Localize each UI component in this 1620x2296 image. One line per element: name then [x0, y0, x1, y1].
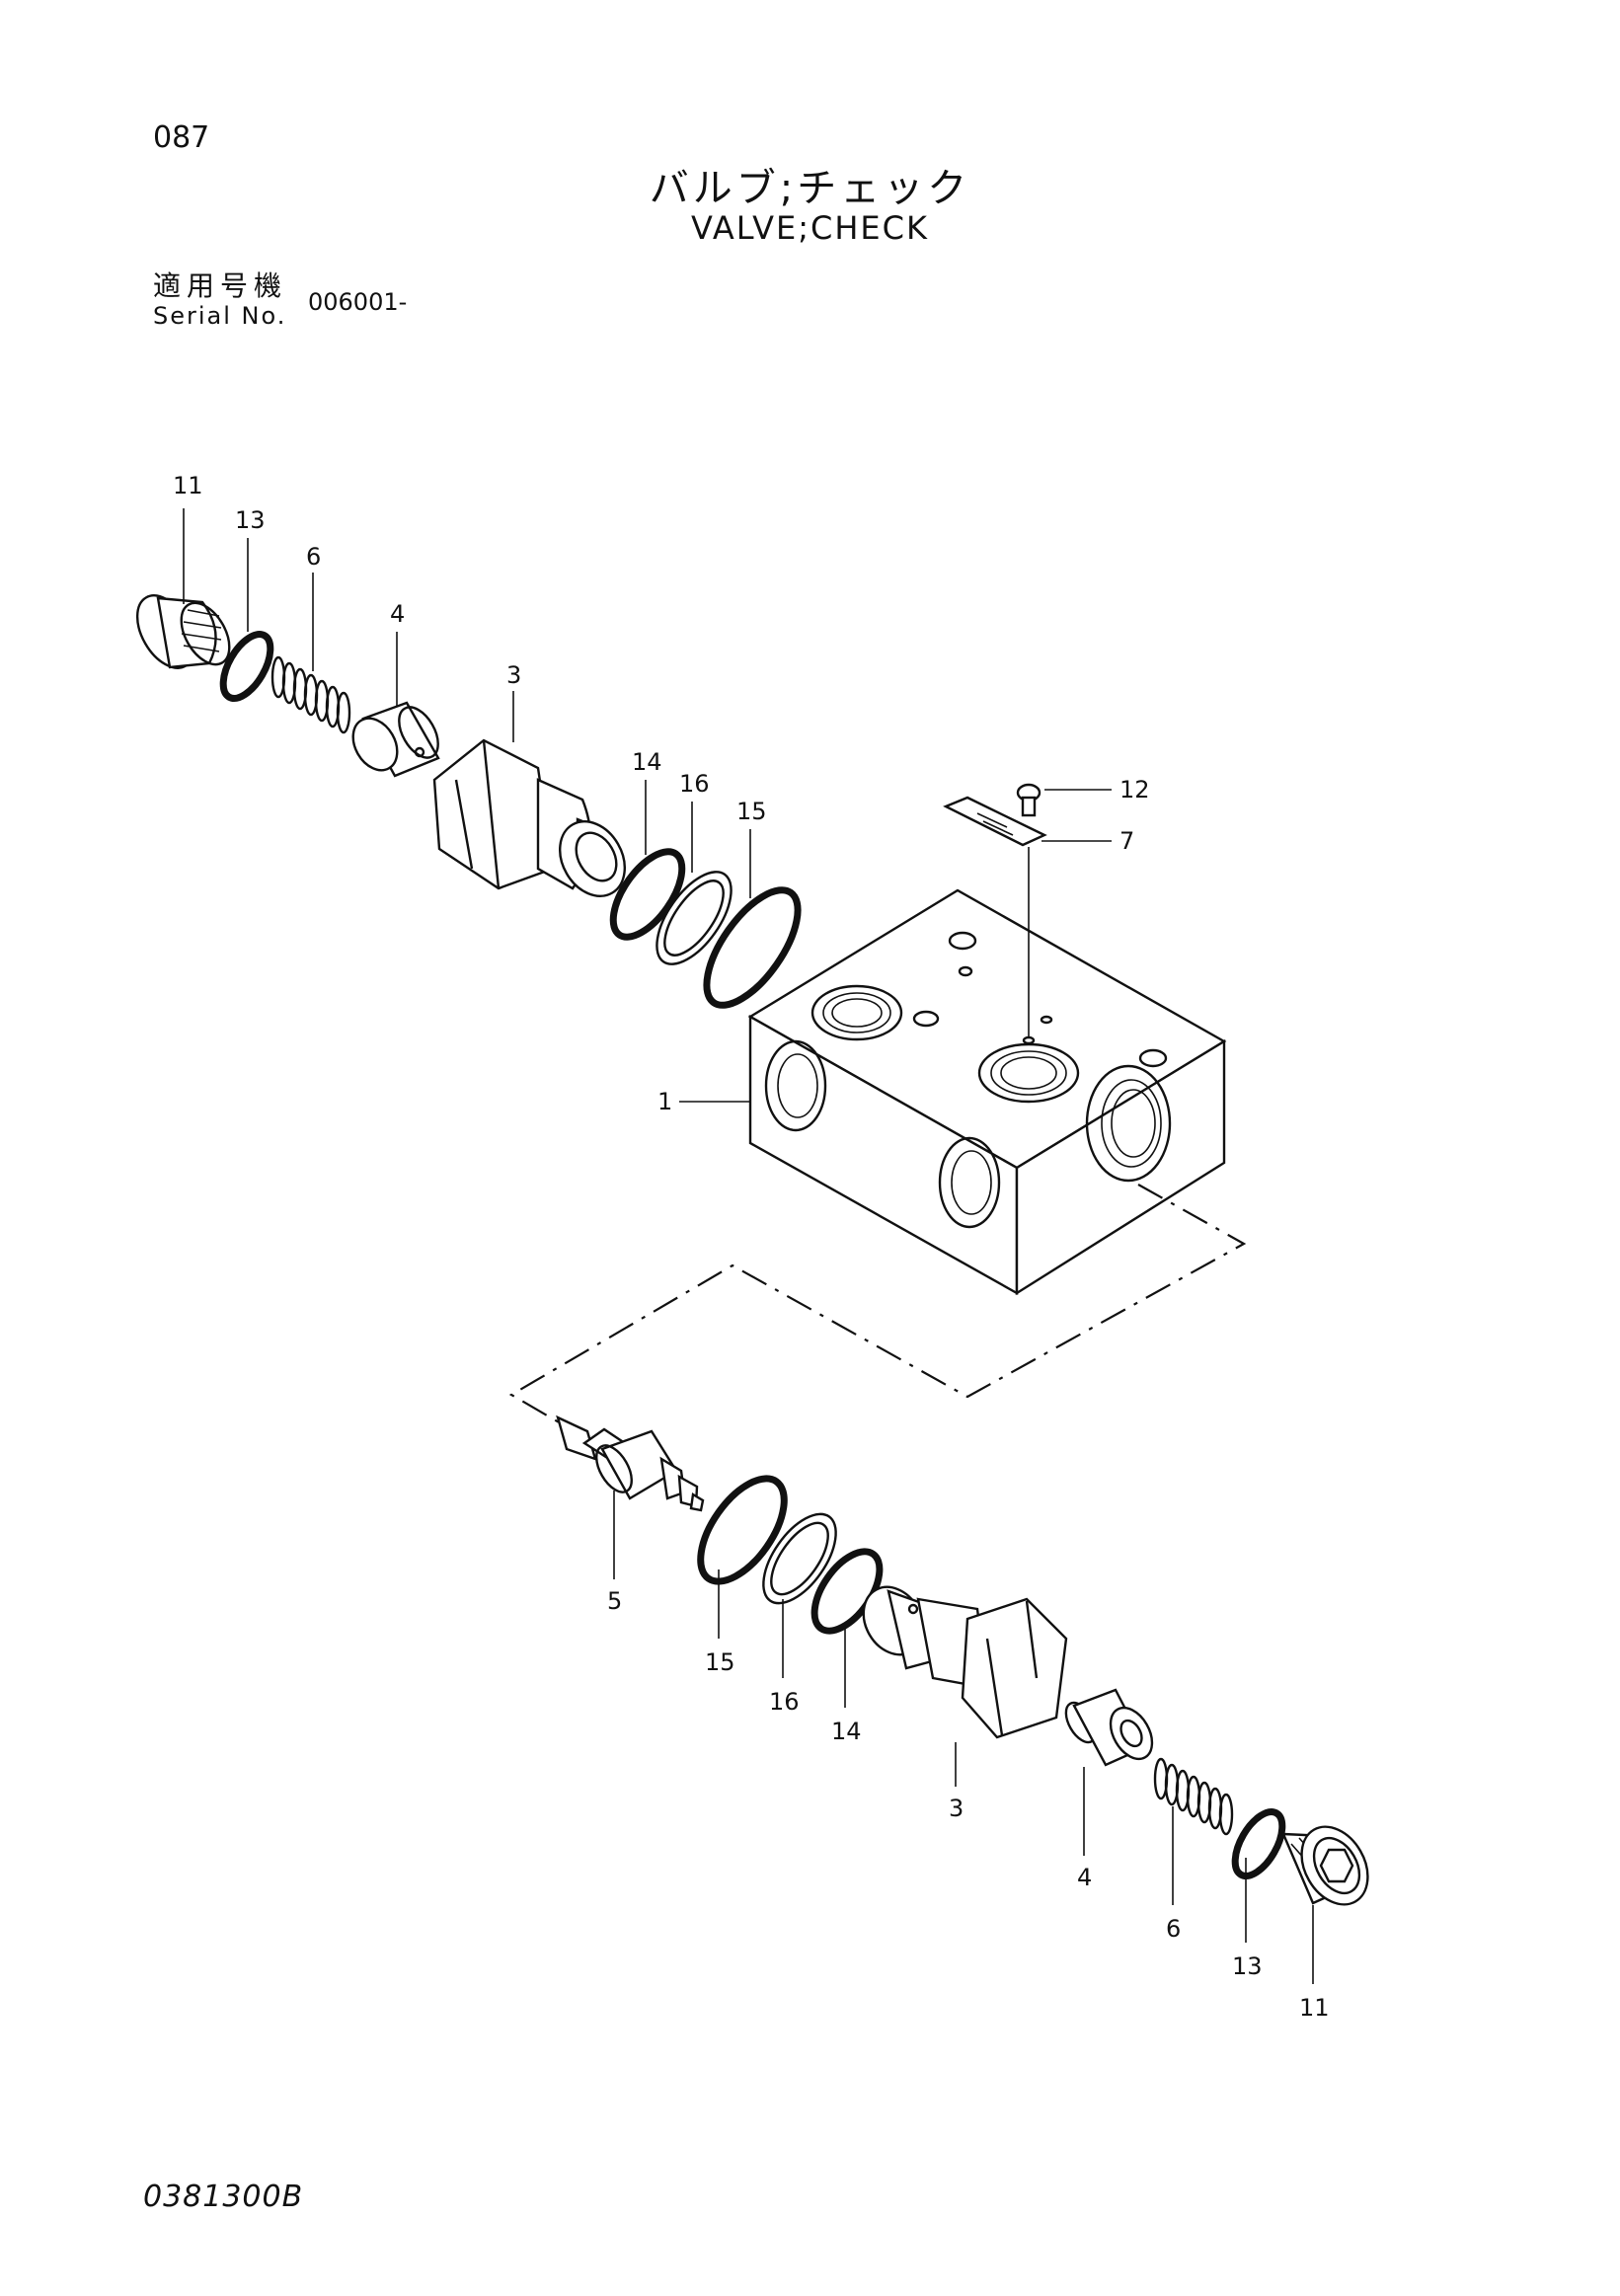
poppet-part-4-upper	[351, 701, 440, 778]
plug-part-11-upper	[135, 594, 231, 669]
callout-3-upper: 3	[506, 661, 521, 689]
callout-6-lower: 6	[1166, 1915, 1181, 1943]
backup-ring-part-16-upper	[656, 871, 733, 965]
o-ring-part-15-upper	[703, 886, 802, 1009]
seat-housing-part-3-lower	[862, 1585, 1068, 1739]
assembly-center-line	[508, 1184, 1247, 1460]
callout-12: 12	[1119, 776, 1150, 804]
drawing-code: 0381300B	[143, 2180, 304, 2214]
callout-15-upper: 15	[736, 798, 767, 825]
backup-ring-part-16-lower	[762, 1512, 837, 1605]
callout-11-upper: 11	[173, 472, 203, 499]
callout-7: 7	[1119, 827, 1134, 855]
title-english: VALVE;CHECK	[691, 209, 929, 247]
poppet-part-4-lower	[1064, 1688, 1154, 1767]
rivet-part-12	[1016, 783, 1041, 817]
callout-5: 5	[607, 1587, 622, 1615]
o-ring-part-13-lower	[1231, 1808, 1286, 1879]
plug-part-11-lower	[1281, 1825, 1369, 1906]
callout-13-upper: 13	[235, 506, 266, 534]
callout-15-lower: 15	[705, 1648, 735, 1676]
callout-11-lower: 11	[1299, 1994, 1330, 2022]
page-number: 087	[153, 120, 210, 155]
callout-4-upper: 4	[390, 600, 405, 628]
o-ring-part-13-upper	[219, 631, 274, 702]
check-poppet-part-5	[556, 1415, 705, 1512]
spring-part-6-lower	[1153, 1757, 1234, 1836]
seat-housing-part-3-upper	[432, 738, 626, 897]
callout-3-lower: 3	[949, 1795, 964, 1822]
spring-part-6-upper	[270, 655, 351, 734]
callout-14-upper: 14	[632, 748, 662, 776]
callout-14-lower: 14	[831, 1718, 862, 1745]
serial-label-english: Serial No.	[153, 302, 287, 330]
name-plate-part-7	[943, 796, 1047, 847]
serial-label-japanese: 適用号機	[153, 269, 288, 302]
callout-6-upper: 6	[306, 543, 321, 571]
callout-13-lower: 13	[1232, 1952, 1263, 1980]
o-ring-part-15-lower	[697, 1475, 788, 1585]
serial-number-value: 006001-	[308, 288, 408, 316]
valve-body-part-1	[747, 888, 1227, 1296]
callout-1: 1	[657, 1088, 672, 1115]
title-japanese: バルブ;チェック	[649, 166, 971, 211]
callout-4-lower: 4	[1077, 1864, 1092, 1891]
leader-lines	[183, 508, 1314, 1984]
callout-16-lower: 16	[769, 1688, 800, 1716]
o-ring-part-14-upper	[609, 848, 686, 941]
callout-16-upper: 16	[679, 770, 710, 798]
